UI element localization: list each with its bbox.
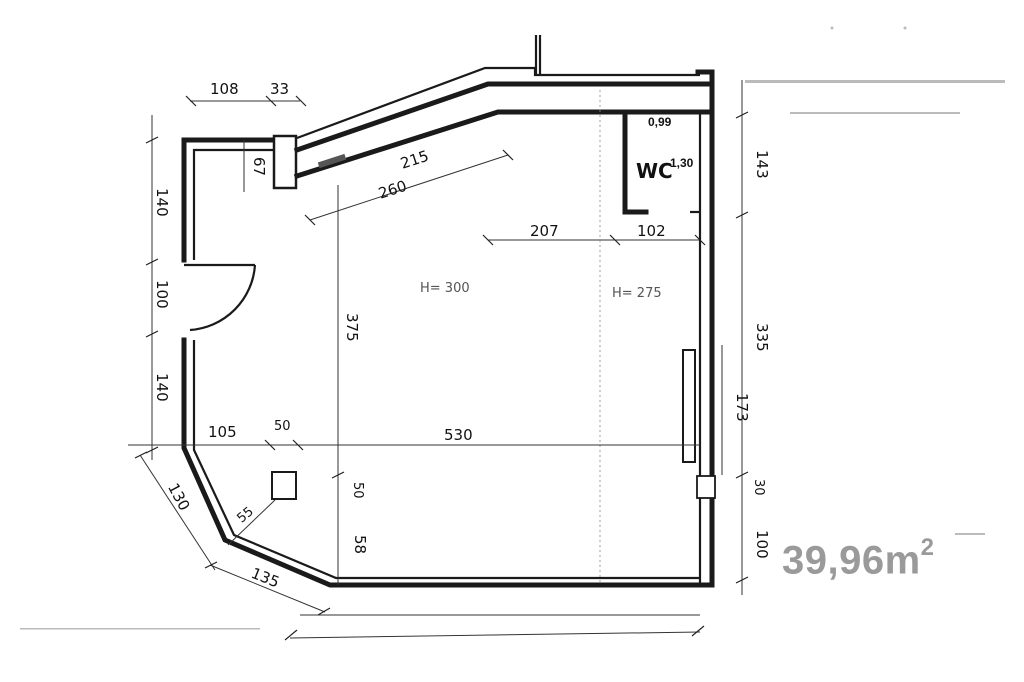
dimension-lines — [128, 80, 749, 641]
dim-135: 135 — [249, 564, 282, 591]
dim-108: 108 — [210, 80, 239, 98]
dim-130: 130 — [164, 480, 193, 514]
wall-right — [695, 69, 715, 588]
walls — [181, 35, 716, 588]
main-room-height: H= 300 — [420, 281, 470, 296]
wc-room-height: H= 275 — [612, 286, 662, 301]
pillar-right — [696, 475, 716, 499]
dim-left-100: 100 — [153, 280, 171, 309]
dim-375: 375 — [343, 313, 361, 342]
dim-207: 207 — [530, 222, 559, 240]
column — [272, 134, 298, 190]
dim-260: 260 — [376, 177, 409, 203]
wall-top-mid — [293, 81, 713, 154]
door — [184, 263, 257, 332]
dimension-labels: 108 33 67 215 260 140 100 140 375 207 10… — [153, 80, 771, 591]
wall-top-inner — [293, 109, 715, 180]
dim-right-100: 100 — [753, 530, 771, 559]
wc-depth: 1,30 — [670, 156, 694, 170]
dim-143: 143 — [753, 150, 771, 179]
dim-33: 33 — [270, 80, 289, 98]
window-right — [682, 349, 696, 463]
total-area-label: 39,96m2 — [782, 534, 935, 583]
wc-partition — [622, 112, 649, 215]
dim-105: 105 — [208, 423, 237, 441]
wc-label: WC — [636, 159, 673, 183]
shaft — [271, 471, 297, 500]
dim-173: 173 — [733, 393, 751, 422]
total-area-value: 39,96m — [782, 538, 921, 583]
dim-102: 102 — [637, 222, 666, 240]
dim-58: 58 — [351, 535, 369, 554]
dim-30: 30 — [751, 479, 766, 496]
scan-noise — [20, 26, 1005, 630]
dim-50-h: 50 — [274, 419, 291, 434]
wc-width: 0,99 — [648, 115, 672, 129]
radiator — [317, 153, 347, 169]
wall-bottom — [181, 337, 715, 588]
wall-bottom-inner — [192, 340, 700, 580]
dim-50-v: 50 — [350, 482, 365, 499]
dim-67: 67 — [250, 157, 268, 176]
dim-left-140-bottom: 140 — [153, 373, 171, 402]
wall-left-upper-inner — [192, 148, 275, 260]
dim-215: 215 — [398, 147, 431, 173]
room-labels: H= 300 H= 275 WC 1,30 0,99 — [420, 115, 694, 301]
dim-left-140-top: 140 — [153, 188, 171, 217]
dim-55: 55 — [234, 504, 256, 526]
wall-left-upper — [181, 137, 278, 263]
area-unit-superscript: 2 — [920, 534, 935, 561]
dim-530: 530 — [444, 426, 473, 444]
dim-335: 335 — [753, 323, 771, 352]
